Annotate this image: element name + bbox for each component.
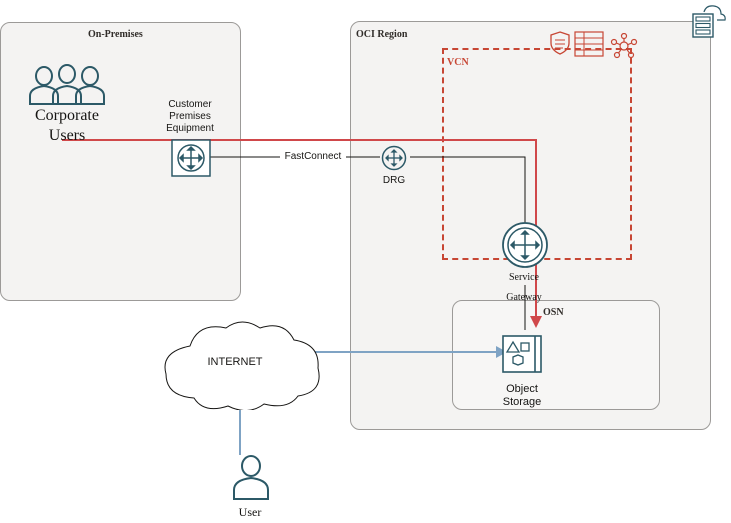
- corporate-users-line1: Corporate: [35, 107, 99, 124]
- server-cloud-icon: [692, 5, 726, 38]
- service-gateway-icon: [502, 222, 548, 268]
- object-storage-line2: Storage: [502, 396, 542, 408]
- drg-router-icon: [381, 145, 407, 171]
- cpe-label: Customer Premises Equipment: [155, 99, 225, 135]
- blue-path-arrowhead: [496, 346, 507, 358]
- osn-title: OSN: [543, 307, 564, 318]
- service-gateway-line1: Service: [509, 272, 539, 283]
- on-premises-title: On-Premises: [88, 29, 143, 40]
- network-hub-icon: [610, 33, 638, 59]
- red-path-arrowhead: [530, 316, 542, 328]
- object-storage-icon: [502, 335, 542, 373]
- service-gateway-label: Service Gateway: [486, 268, 562, 308]
- oci-region-title: OCI Region: [356, 29, 408, 40]
- osn-region: [452, 300, 660, 410]
- vcn-title: VCN: [447, 57, 469, 68]
- security-list-icon: [550, 31, 570, 55]
- object-storage-line1: Object: [506, 383, 538, 395]
- object-storage-label: Object Storage: [486, 383, 558, 409]
- fastconnect-label: FastConnect: [280, 151, 346, 163]
- drg-to-gateway-line: [410, 156, 526, 225]
- cpe-line2: Premises: [169, 111, 211, 122]
- corporate-users-label: Corporate Users: [20, 106, 114, 146]
- route-table-icon: [574, 31, 604, 57]
- internet-label: INTERNET: [207, 356, 263, 368]
- cpe-line1: Customer: [168, 99, 212, 110]
- corporate-users-line2: Users: [48, 127, 86, 144]
- router-icon: [171, 139, 211, 177]
- red-traffic-path: [62, 139, 537, 320]
- users-group-icon: [29, 64, 105, 105]
- cpe-line3: Equipment: [166, 123, 214, 134]
- service-gateway-line2: Gateway: [506, 292, 542, 303]
- drg-label: DRG: [382, 175, 406, 186]
- user-icon: [233, 455, 269, 500]
- internet-cloud-icon: [164, 321, 320, 410]
- user-label: User: [238, 505, 262, 519]
